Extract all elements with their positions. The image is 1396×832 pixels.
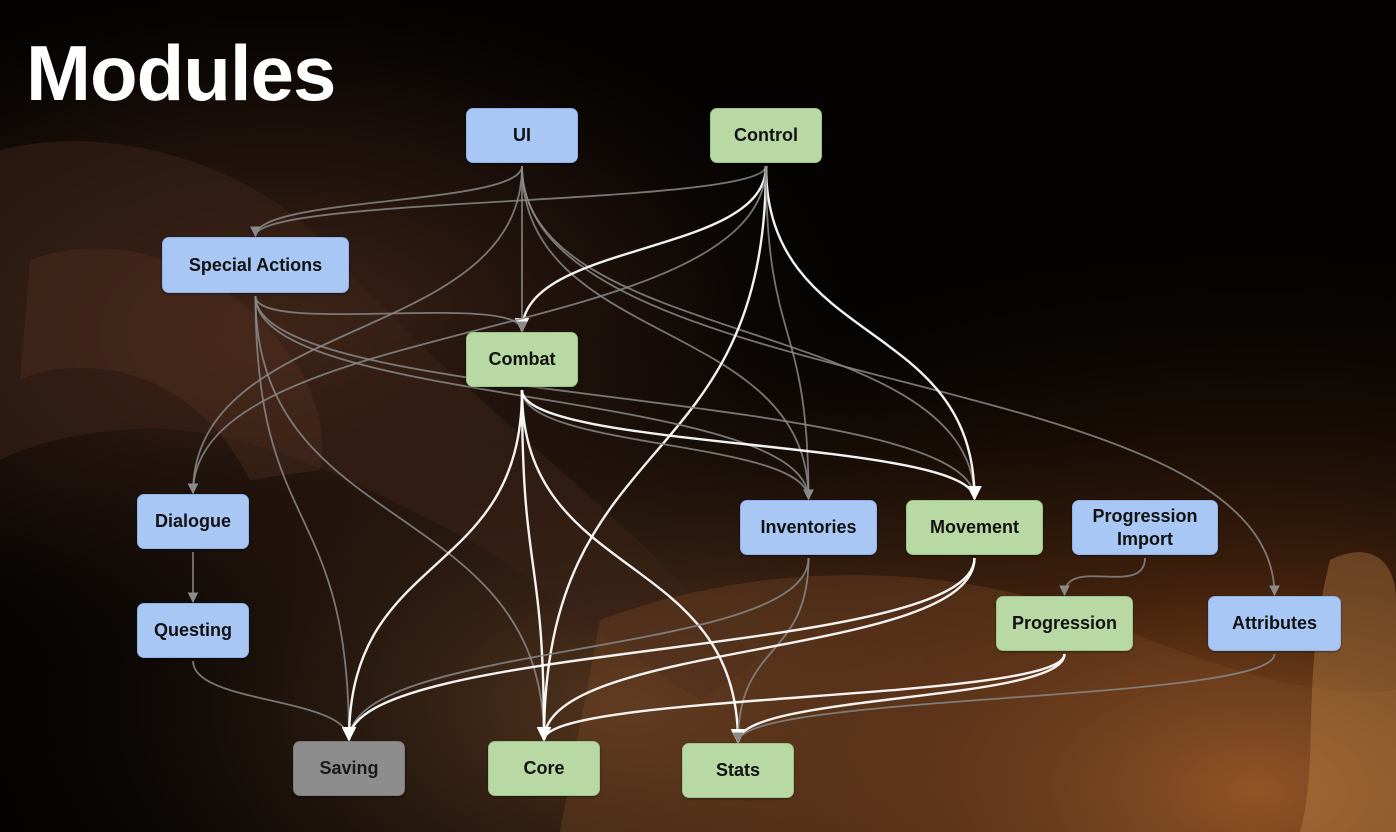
edge-progression-to-core	[536, 653, 1066, 742]
edge-ui-to-dialogue	[187, 165, 523, 495]
edge-combat-to-core	[520, 389, 552, 742]
edge-attributes-to-stats	[732, 653, 1276, 744]
node-movement: Movement	[906, 500, 1043, 555]
edge-ui-to-movement	[521, 165, 980, 501]
node-saving-label: Saving	[319, 758, 379, 778]
edge-ui-to-attributes	[521, 165, 1280, 597]
edge-special-actions-to-saving	[254, 295, 355, 742]
slide-title: Modules	[26, 29, 336, 117]
edge-ui-to-inventories	[521, 165, 814, 501]
edge-control-to-dialogue	[187, 165, 767, 495]
node-attributes: Attributes	[1208, 596, 1341, 651]
node-progression-import: Progression Import	[1072, 500, 1218, 555]
node-combat: Combat	[466, 332, 578, 387]
node-core: Core	[488, 741, 600, 796]
edge-movement-to-saving	[341, 557, 976, 742]
node-progression-label: Progression	[1011, 613, 1118, 633]
edge-progression-import-to-progression	[1059, 557, 1146, 597]
node-saving: Saving	[293, 741, 405, 796]
node-questing-label: Questing	[153, 620, 232, 640]
node-stats: Stats	[682, 743, 794, 798]
edge-inventories-to-stats	[732, 557, 810, 744]
node-dialogue-label: Dialogue	[154, 511, 231, 531]
node-core-label: Core	[523, 758, 565, 778]
edge-control-to-movement	[764, 165, 982, 501]
node-dialogue: Dialogue	[137, 494, 249, 549]
node-movement-label: Movement	[929, 517, 1019, 537]
node-inventories-label: Inventories	[760, 517, 857, 537]
node-control-label: Control	[734, 125, 798, 145]
edge-special-actions-to-core	[254, 295, 550, 742]
edge-special-actions-to-inventories	[254, 295, 814, 501]
node-combat-label: Combat	[488, 349, 556, 369]
node-progression: Progression	[996, 596, 1133, 651]
node-stats-label: Stats	[715, 760, 760, 780]
edge-combat-to-movement	[520, 389, 982, 501]
edge-ui-to-special-actions	[250, 165, 523, 238]
edge-control-to-special-actions	[250, 165, 767, 238]
node-control: Control	[710, 108, 822, 163]
edge-control-to-combat	[514, 165, 768, 333]
node-questing: Questing	[137, 603, 249, 658]
edge-control-to-core	[536, 165, 768, 742]
edge-inventories-to-saving	[343, 557, 810, 742]
node-special-actions-label: Special Actions	[188, 254, 323, 275]
node-progression-import-label: Progression Import	[1092, 505, 1198, 549]
node-special-actions: Special Actions	[162, 237, 349, 293]
edge-special-actions-to-combat	[254, 295, 528, 333]
edge-control-to-inventories	[765, 165, 814, 501]
edge-special-actions-to-movement	[254, 295, 980, 501]
node-attributes-label: Attributes	[1232, 613, 1317, 633]
edge-movement-to-core	[536, 557, 976, 742]
edge-combat-to-stats	[520, 389, 746, 744]
edge-combat-to-saving	[341, 389, 524, 742]
edge-progression-to-stats	[730, 653, 1066, 744]
edge-combat-to-inventories	[521, 389, 814, 501]
node-inventories: Inventories	[740, 500, 877, 555]
edge-questing-to-saving	[192, 660, 355, 742]
node-ui: UI	[466, 108, 578, 163]
node-ui-label: UI	[513, 125, 531, 145]
